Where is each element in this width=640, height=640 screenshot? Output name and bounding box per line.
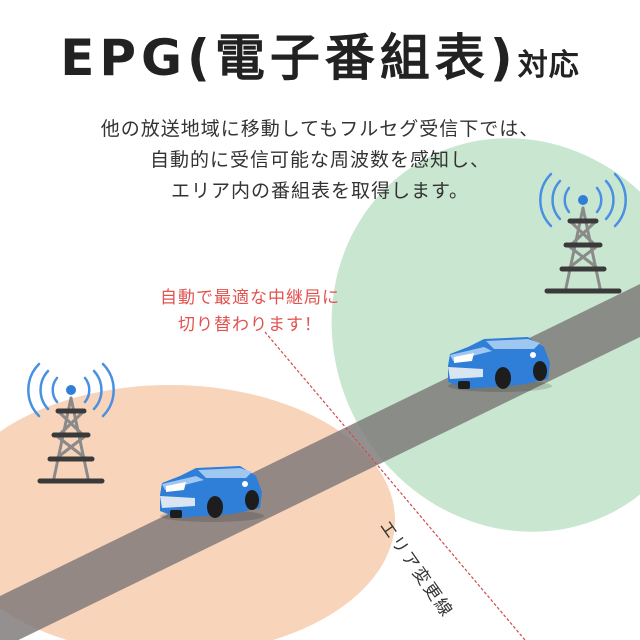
page-title: EPG(電子番組表)対応 [0, 18, 640, 90]
description-line: 自動的に受信可能な周波数を感知し、 [149, 149, 490, 171]
car-left-icon [160, 466, 264, 522]
description-line: エリア内の番組表を取得します。 [170, 180, 470, 202]
description: 他の放送地域に移動してもフルセグ受信下では、 自動的に受信可能な周波数を感知し、… [0, 114, 640, 207]
area-boundary-line [264, 331, 526, 640]
broadcast-tower-right-icon [539, 172, 627, 294]
broadcast-tower-left-icon [27, 362, 115, 484]
callout-line: 自動で最適な中継局に [160, 288, 340, 308]
description-line: 他の放送地域に移動してもフルセグ受信下では、 [100, 118, 540, 140]
callout-line: 切り替わります！ [178, 315, 322, 335]
title-suffix: 対応 [517, 48, 580, 83]
title-main: EPG(電子番組表) [60, 29, 518, 87]
car-right-icon [448, 337, 552, 392]
relay-switch-callout: 自動で最適な中継局に 切り替わります！ [120, 285, 380, 339]
